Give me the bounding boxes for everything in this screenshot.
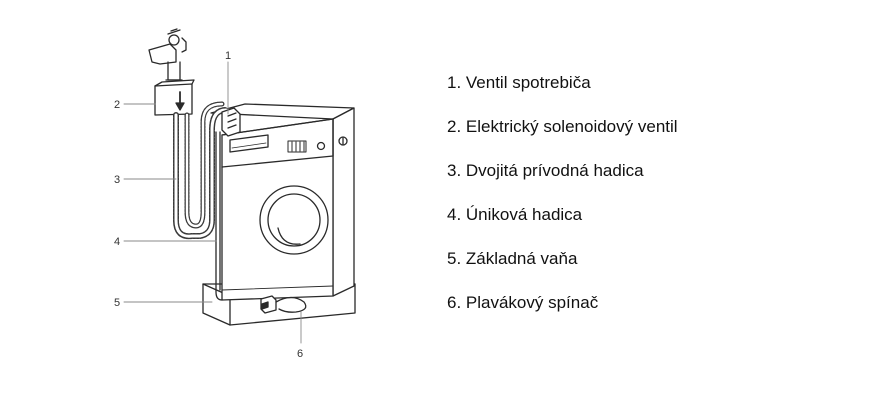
inlet-hose [173,101,229,240]
callout-label-1: 1 [225,50,231,62]
legend-item-appliance-valve: 1. Ventil spotrebiča [447,73,591,92]
legend-item-float-switch: 6. Plavákový spínač [447,293,599,312]
parts-legend: 1. Ventil spotrebiča 2. Elektrický solen… [447,70,678,334]
callout-label-2: 2 [114,99,120,111]
float-switch [260,295,307,314]
legend-item-inlet-hose: 3. Dvojitá prívodná hadica [447,161,644,180]
callout-label-6: 6 [297,348,303,360]
legend-item-base-tray: 5. Základná vaňa [447,249,578,268]
legend-item-solenoid-valve: 2. Elektrický solenoidový ventil [447,117,678,136]
washing-machine [210,103,355,301]
washing-machine-diagram: 1 2 3 4 5 6 [114,28,356,360]
callout-label-5: 5 [114,297,120,309]
solenoid-valve [154,79,195,116]
leak-hose [215,131,223,301]
appliance-valve [221,107,241,137]
faucet-valve [148,28,187,81]
callout-label-3: 3 [114,174,120,186]
callout-label-4: 4 [114,236,120,248]
legend-item-leak-hose: 4. Úniková hadica [447,205,583,224]
